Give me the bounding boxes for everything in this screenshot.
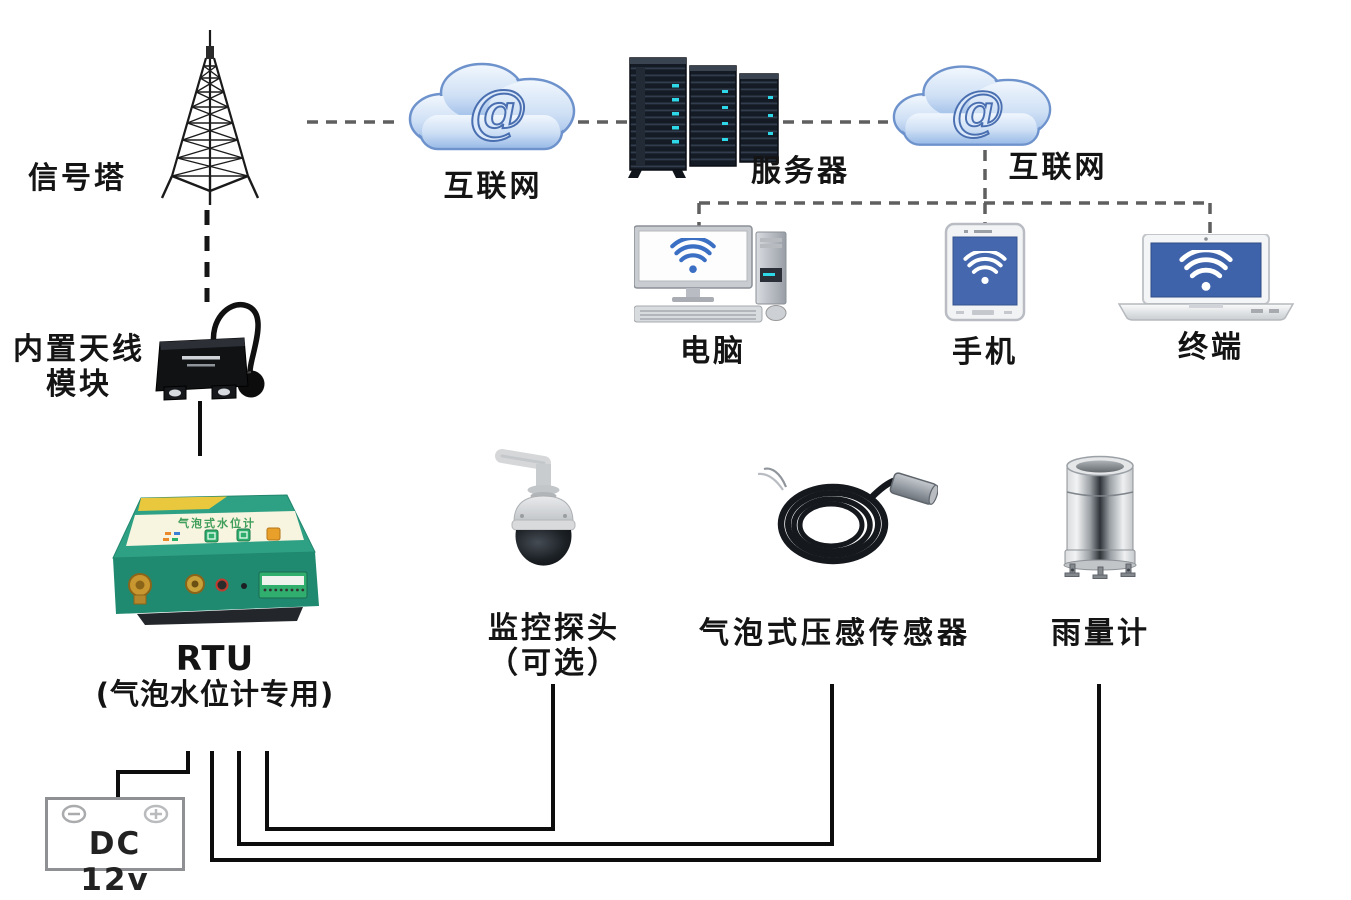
rain-gauge-icon <box>1057 452 1147 582</box>
label-signal-tower: 信号塔 <box>28 161 127 196</box>
link-rtu-raingauge <box>210 684 1101 862</box>
signal-tower-icon <box>158 28 262 214</box>
ptz-camera-icon <box>492 446 600 588</box>
minus-terminal-icon <box>61 804 87 824</box>
laptop-icon <box>1117 234 1295 322</box>
rtu-device-icon: 气泡式水位计 <box>107 488 322 628</box>
internet-cloud-left-icon: @ <box>402 55 582 163</box>
battery-icon: DC 12v <box>45 797 185 898</box>
label-rain-gauge: 雨量计 <box>1051 616 1150 651</box>
label-terminal: 终端 <box>1178 330 1244 365</box>
label-rtu: RTU (气泡水位计专用) <box>95 639 335 712</box>
at-glyph: @ <box>469 77 527 145</box>
server-rack-icon <box>628 56 792 178</box>
label-internet-left: 互联网 <box>443 169 543 204</box>
link-rtu-sensor <box>237 684 834 846</box>
pressure-sensor-icon <box>753 464 938 569</box>
link-rtu-battery <box>116 751 190 797</box>
label-internet-right: 互联网 <box>1008 150 1108 185</box>
plus-terminal-icon <box>143 804 169 824</box>
label-computer: 电脑 <box>680 334 746 369</box>
desktop-computer-icon <box>634 224 794 324</box>
label-camera: 监控探头 （可选） <box>488 611 620 681</box>
label-pressure-sensor: 气泡式压感传感器 <box>699 616 971 651</box>
rtu-panel-title: 气泡式水位计 <box>177 516 256 530</box>
at-glyph: @ <box>951 78 1004 141</box>
phone-icon <box>944 222 1026 322</box>
battery-label: DC 12v <box>80 826 150 898</box>
internet-cloud-right-icon: @ <box>884 58 1060 158</box>
antenna-module-icon <box>152 296 292 411</box>
label-antenna-module: 内置天线 模块 <box>13 332 145 402</box>
link-rtu-camera <box>265 684 555 831</box>
label-phone: 手机 <box>952 335 1018 370</box>
label-server: 服务器 <box>751 154 850 189</box>
